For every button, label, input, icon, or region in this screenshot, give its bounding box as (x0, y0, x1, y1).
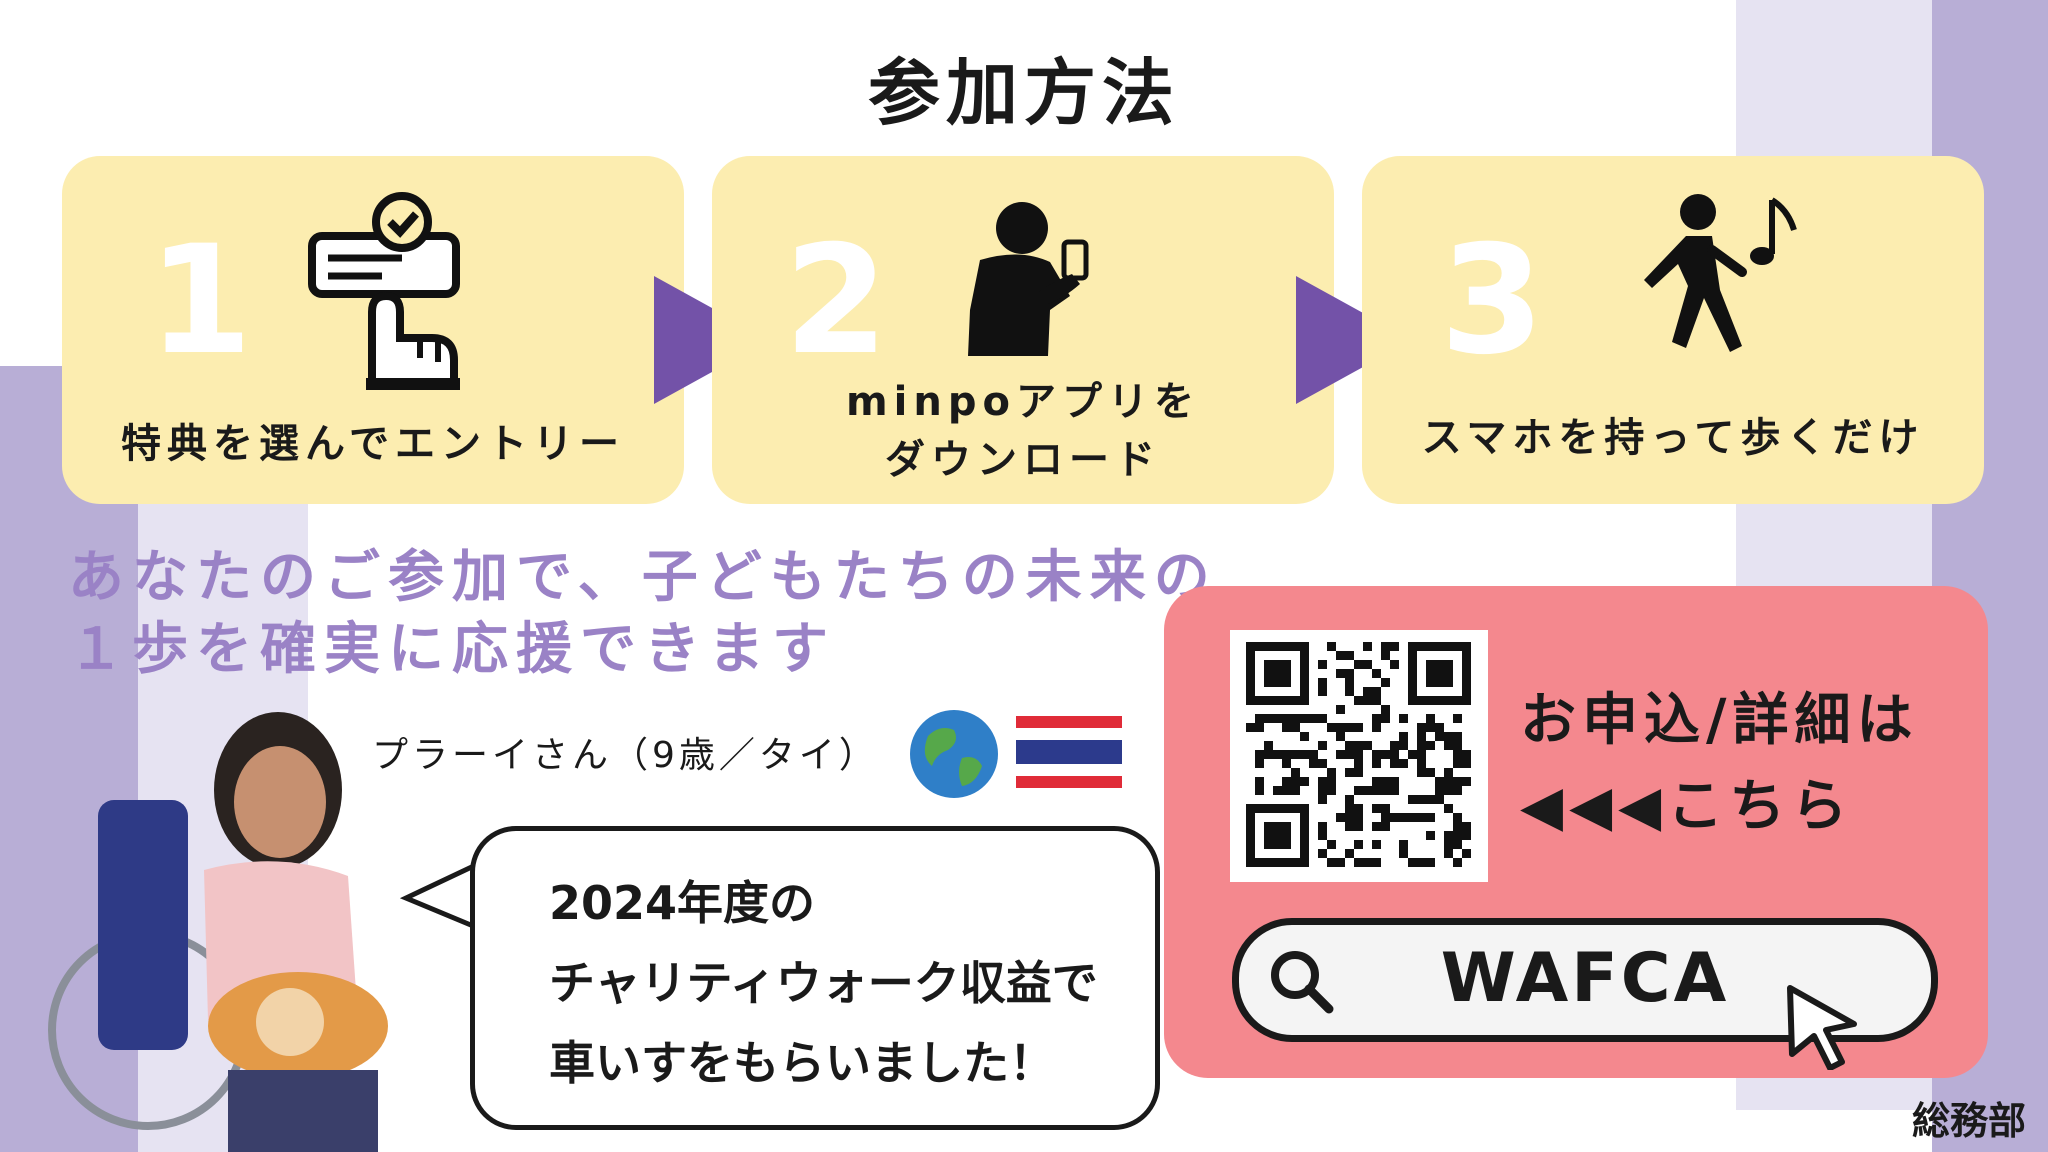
step-label-line2: ダウンロード (885, 437, 1161, 483)
step-card-2: 2 minpoアプリを ダウンロード (712, 156, 1334, 504)
person-phone-icon (968, 202, 1089, 356)
tagline-line1: あなたのご参加で、子どもたちの未来の (68, 545, 1218, 610)
step-label-line1: minpoアプリを (846, 379, 1200, 425)
apply-panel: お申込/詳細は ◀◀◀こちら WAFCA (1164, 586, 1988, 1078)
speech-line3: 車いすをもらいました！ (549, 1036, 1055, 1090)
speech-line2: チャリティウォーク収益で (549, 956, 1098, 1010)
child-wheelchair-photo (48, 712, 388, 1152)
thailand-flag-icon (1016, 716, 1122, 788)
cursor-arrow-icon (1787, 985, 1857, 1070)
apply-line1: お申込/詳細は (1520, 688, 1919, 753)
apply-line2: ◀◀◀こちら (1520, 774, 1854, 839)
person-caption: プラーイさん（9歳／タイ） (372, 735, 879, 776)
speech-line1: 2024年度の (549, 876, 816, 930)
speech-bubble-tail (400, 861, 480, 931)
step-number: 3 (1440, 214, 1545, 388)
search-icon (1271, 951, 1334, 1014)
speech-bubble: 2024年度の チャリティウォーク収益で 車いすをもらいました！ (470, 826, 1160, 1130)
qr-code[interactable] (1230, 630, 1488, 882)
page-title: 参加方法 (867, 51, 1180, 135)
globe-icon (910, 710, 998, 798)
step-card-3: 3 スマホを持って歩くだけ (1362, 156, 1984, 504)
step-label: 特典を選んでエントリー (121, 421, 625, 467)
tagline-line2: １歩を確実に応援できます (68, 617, 836, 682)
tagline: あなたのご参加で、子どもたちの未来の １歩を確実に応援できます (68, 542, 1218, 686)
step-number: 1 (148, 214, 253, 388)
touch-entry-icon (308, 192, 460, 390)
search-text: WAFCA (1440, 939, 1730, 1018)
step-number: 2 (784, 214, 889, 388)
step-label: スマホを持って歩くだけ (1421, 415, 1925, 461)
walking-music-icon (1644, 194, 1797, 352)
department-label: 総務部 (1911, 1099, 2026, 1143)
qr-code-image (1246, 642, 1471, 867)
step-card-1: 1 特典を選んでエントリー (62, 156, 684, 504)
